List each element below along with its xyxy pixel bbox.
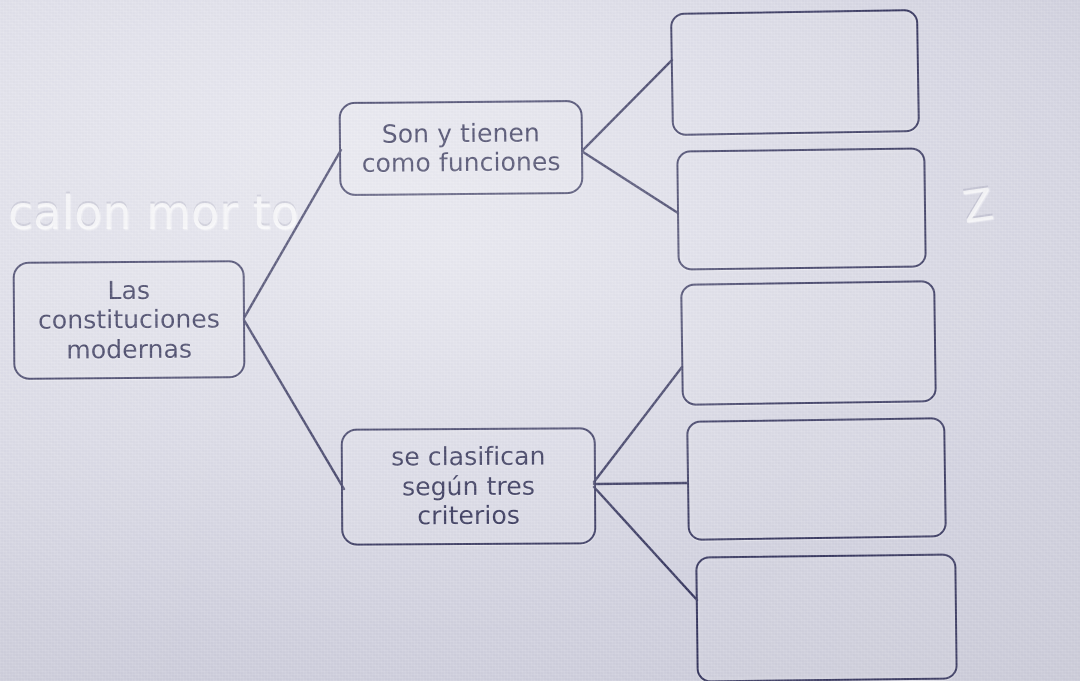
- answer-box-5[interactable]: [695, 553, 958, 681]
- node-branch-functions-label: Son y tienen como funciones: [361, 117, 561, 178]
- answer-box-3[interactable]: [680, 280, 937, 406]
- link-functions-to-blank-2: [581, 150, 680, 215]
- link-root-to-functions: [242, 148, 343, 320]
- node-branch-criteria[interactable]: se clasifican según tres criterios: [340, 427, 597, 546]
- answer-box-2[interactable]: [676, 147, 927, 271]
- link-criteria-to-blank-3: [592, 365, 684, 484]
- link-criteria-to-blank-4: [592, 481, 689, 486]
- link-functions-to-blank-1: [581, 58, 674, 152]
- node-root-label: Las constituciones modernas: [37, 275, 221, 365]
- link-root-to-criteria: [242, 318, 346, 491]
- embossed-ghost-text-left: calon mor to: [8, 185, 299, 239]
- answer-box-1[interactable]: [670, 9, 920, 136]
- embossed-ghost-mark-right: Z: [959, 178, 997, 233]
- node-root[interactable]: Las constituciones modernas: [12, 260, 246, 380]
- link-criteria-to-blank-5: [592, 485, 699, 602]
- answer-box-4[interactable]: [686, 417, 947, 541]
- node-branch-criteria-label: se clasifican según tres criterios: [391, 441, 546, 531]
- node-branch-functions[interactable]: Son y tienen como funciones: [338, 99, 584, 197]
